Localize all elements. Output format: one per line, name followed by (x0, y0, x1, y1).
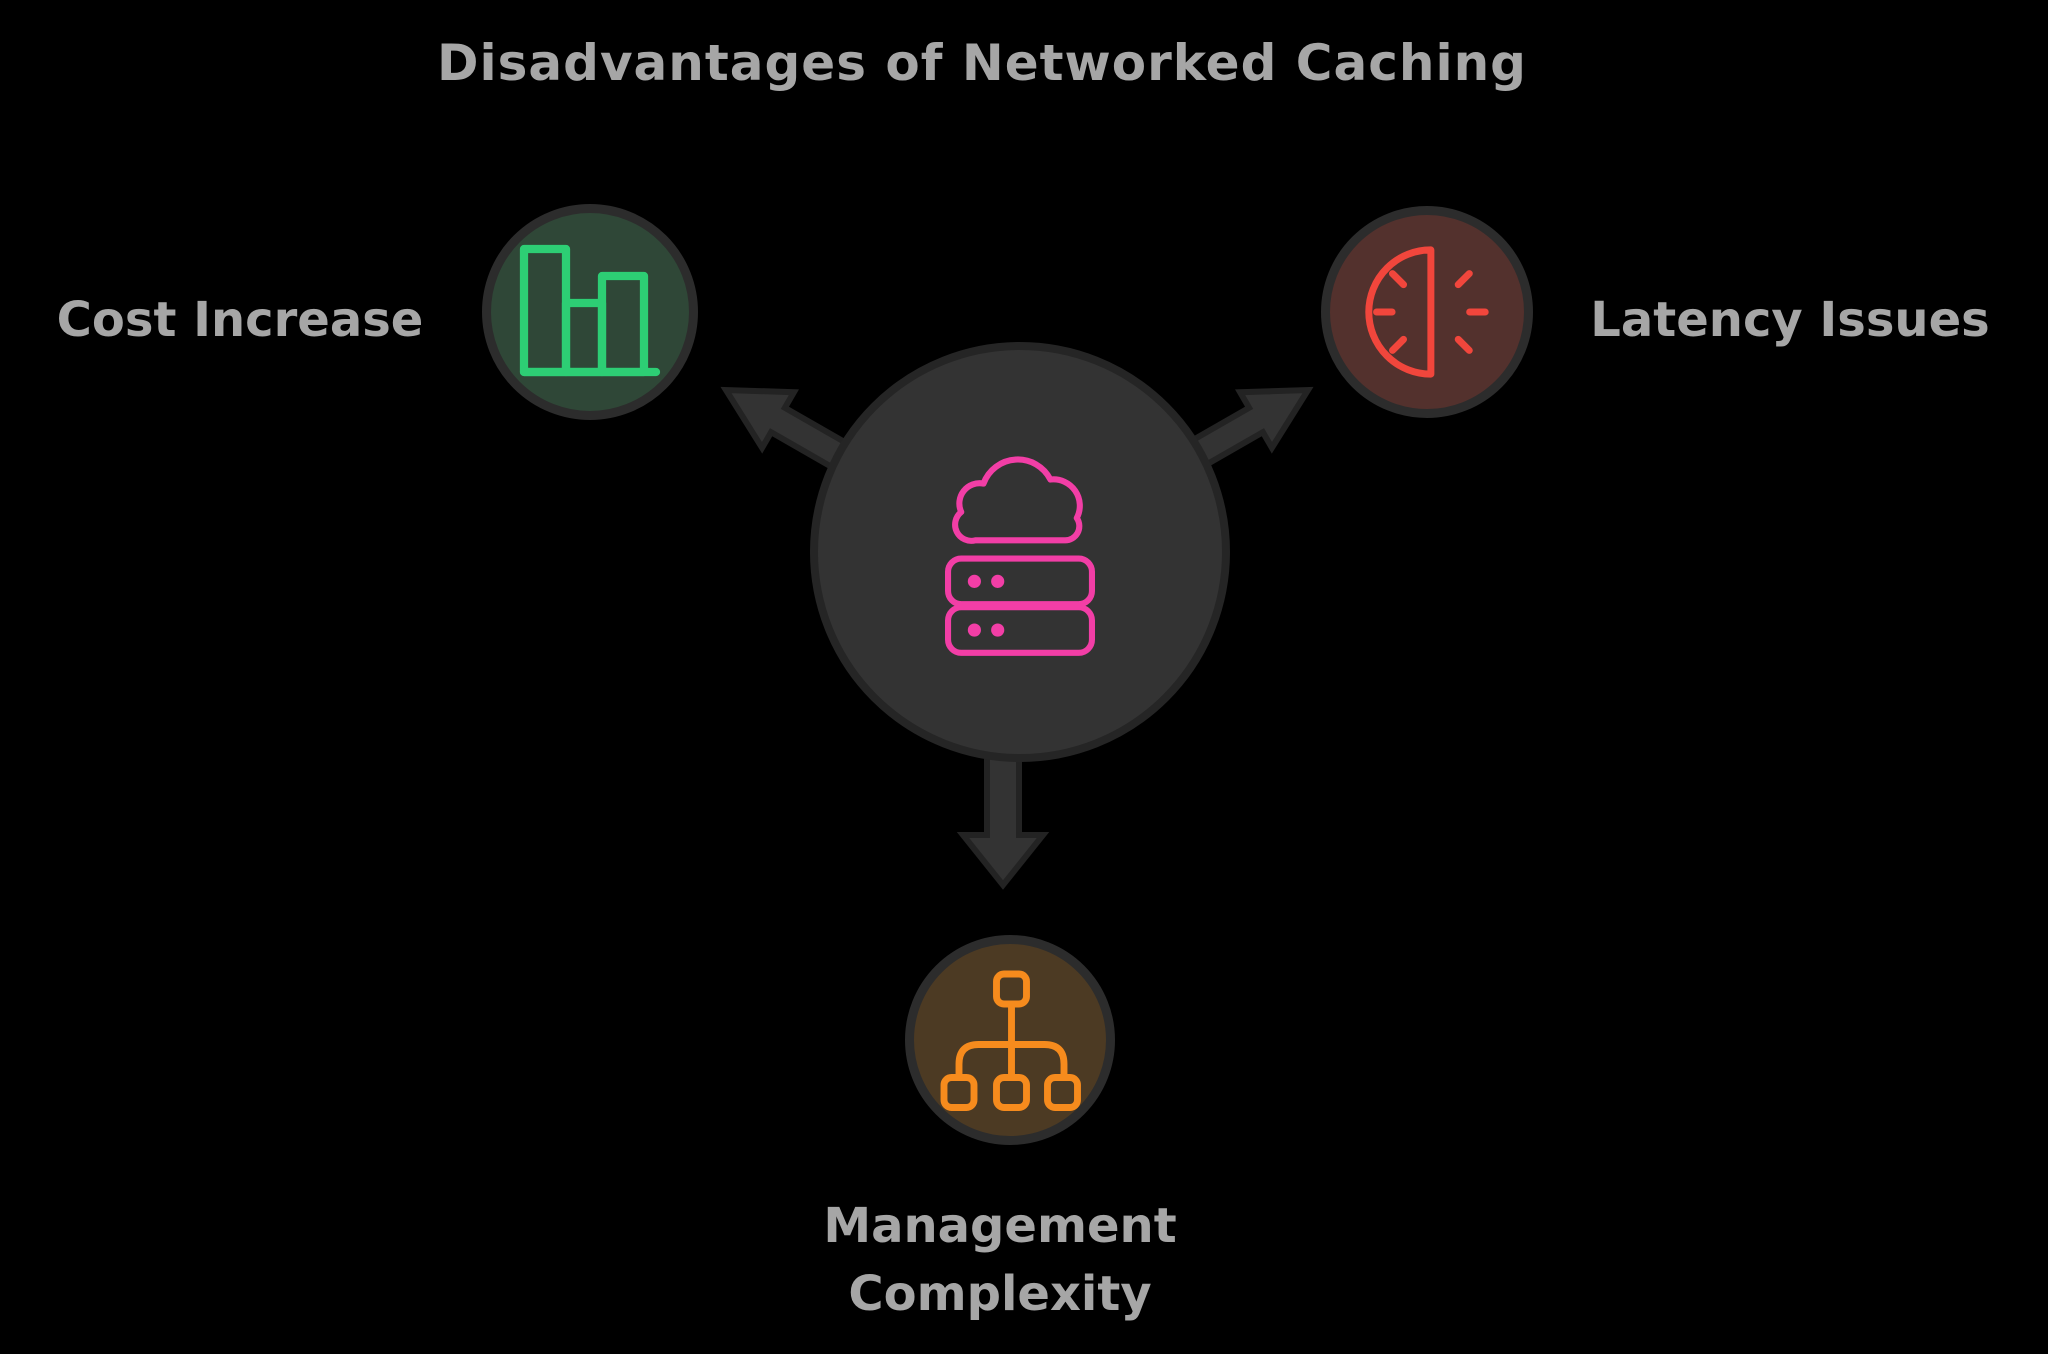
label-management-complexity: Management Complexity (823, 1198, 1177, 1322)
page-title: Disadvantages of Networked Caching (437, 34, 1527, 92)
bar-chart-icon (519, 244, 661, 377)
node-management-complexity (905, 935, 1115, 1145)
label-latency-issues: Latency Issues (1590, 292, 1990, 348)
cloud-server-icon (945, 455, 1095, 656)
label-cost-increase: Cost Increase (56, 292, 424, 348)
hierarchy-icon (940, 970, 1081, 1111)
node-latency-issues (1321, 206, 1533, 418)
node-cost-increase (482, 204, 698, 420)
half-clock-icon (1365, 246, 1489, 378)
central-node (810, 342, 1230, 762)
